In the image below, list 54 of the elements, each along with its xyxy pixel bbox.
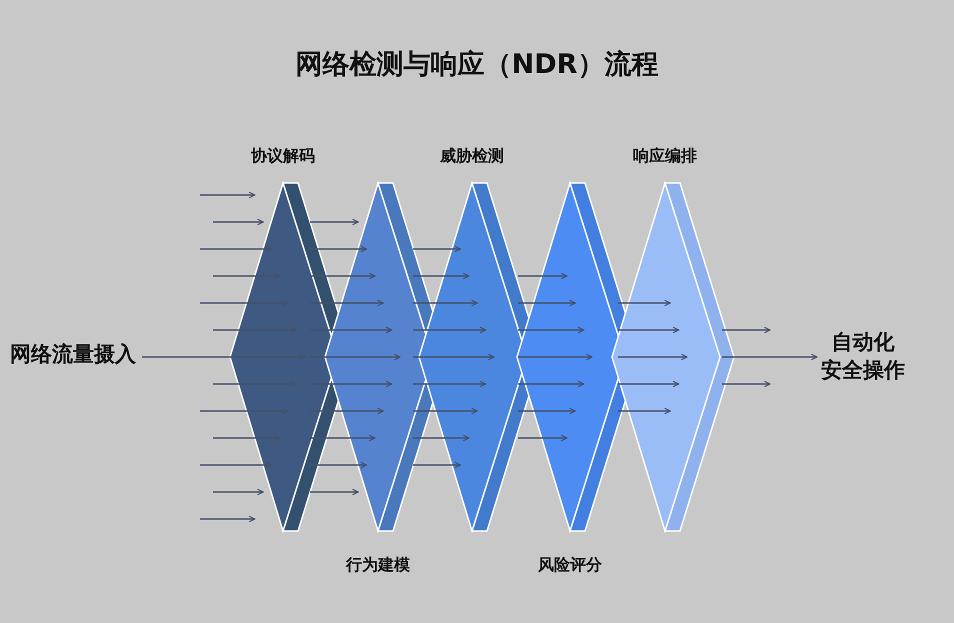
stage-label: 响应编排 [632, 146, 698, 167]
arrow [200, 408, 289, 414]
arrow [200, 300, 289, 306]
arrow [413, 434, 470, 442]
arrow [213, 272, 280, 280]
stage-label: 协议解码 [250, 146, 316, 167]
arrow [200, 462, 272, 468]
arrow [413, 246, 462, 252]
arrow [310, 354, 401, 360]
arrow [200, 246, 272, 252]
arrow [722, 326, 771, 334]
arrow [310, 218, 359, 226]
arrow [213, 218, 264, 226]
arrow [213, 434, 280, 442]
stage-label: 风险评分 [537, 555, 603, 576]
arrow [518, 380, 584, 388]
arrow [200, 516, 256, 522]
arrow [413, 354, 495, 360]
arrow [310, 326, 392, 334]
arrow [618, 326, 680, 334]
arrow [413, 462, 462, 468]
arrow [213, 488, 264, 496]
arrow [618, 408, 671, 414]
stage-label: 威胁检测 [439, 146, 505, 167]
arrow [310, 434, 376, 442]
arrow [413, 380, 486, 388]
arrow [310, 272, 376, 280]
arrow [518, 272, 568, 280]
arrow [413, 272, 470, 280]
arrow [618, 300, 671, 306]
arrow [413, 300, 478, 306]
flow-endpoint-label: 自动化安全操作 [821, 328, 906, 384]
arrow [310, 380, 392, 388]
arrow [142, 354, 306, 360]
arrow [310, 488, 359, 496]
arrow [413, 326, 486, 334]
arrow [618, 354, 688, 360]
arrow [518, 354, 593, 360]
arrow [310, 300, 384, 306]
arrow [310, 246, 368, 252]
arrow [213, 380, 298, 388]
arrow [722, 354, 818, 360]
arrow [722, 380, 771, 388]
arrow [518, 326, 584, 334]
arrow [200, 192, 256, 198]
arrow [618, 380, 680, 388]
arrow [413, 408, 478, 414]
arrow [310, 408, 384, 414]
arrow [213, 326, 298, 334]
flow-endpoint-label: 网络流量摄入 [10, 340, 136, 368]
arrow [310, 462, 368, 468]
diagram-title: 网络检测与响应（NDR）流程 [294, 48, 660, 82]
stage-label: 行为建模 [344, 555, 411, 576]
arrow [518, 434, 568, 442]
